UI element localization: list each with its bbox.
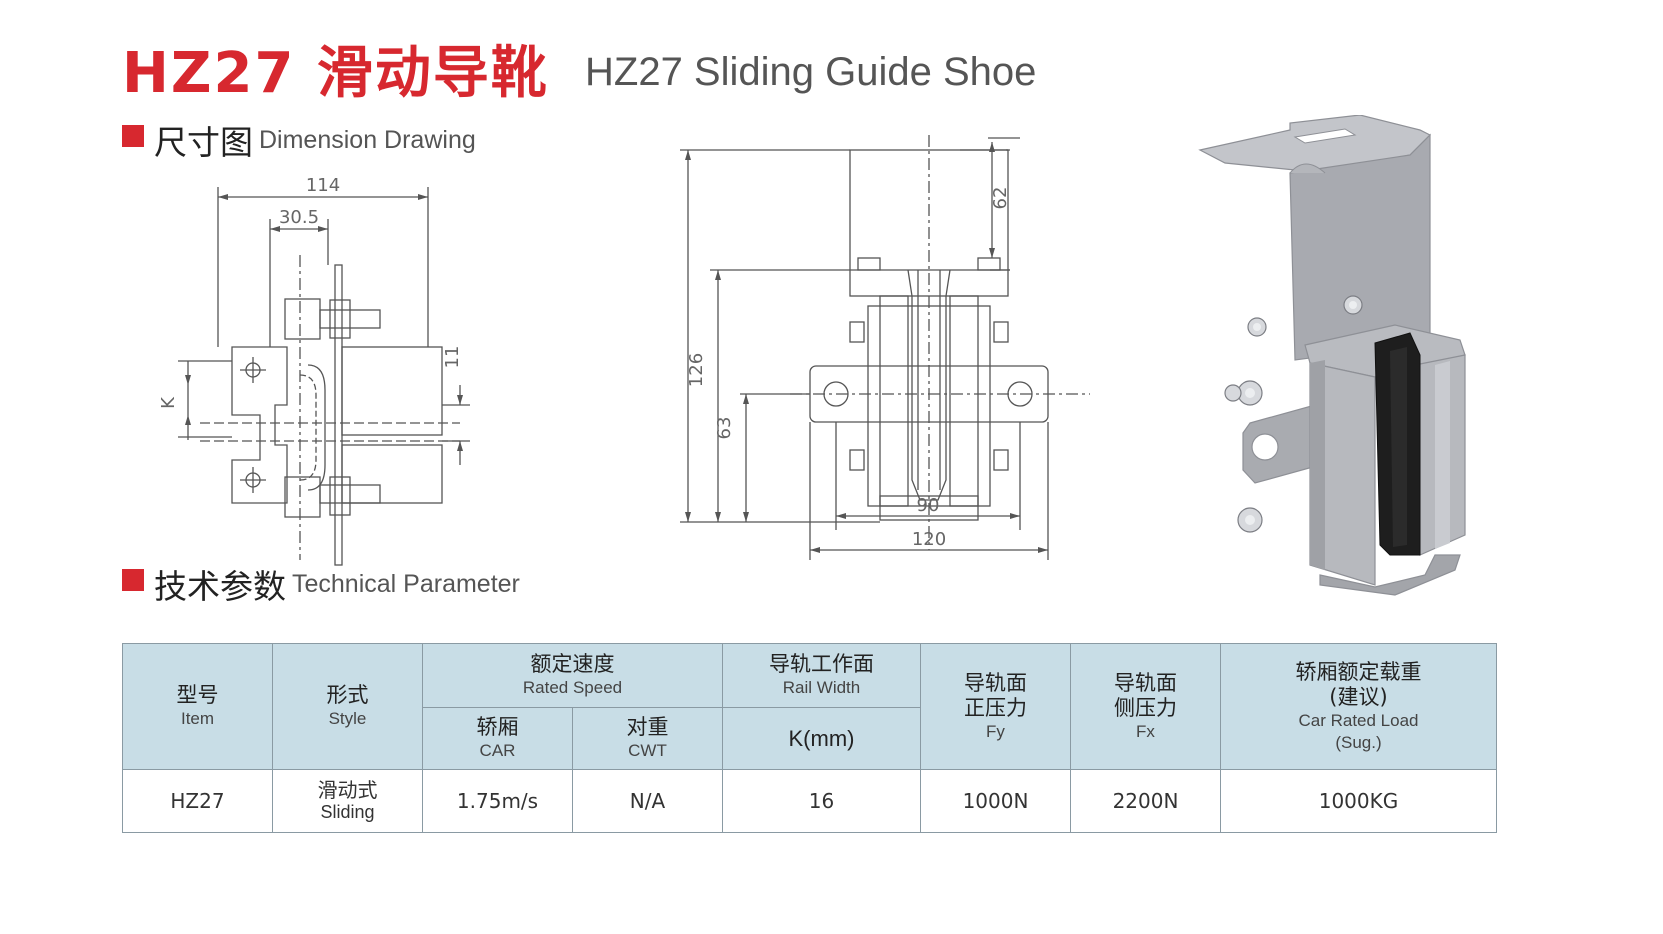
header-speed-en: Rated Speed	[522, 678, 623, 697]
header-rated-speed: 额定速度 Rated Speed	[422, 643, 723, 708]
header-car-cn: 轿厢	[476, 715, 519, 739]
header-style: 形式 Style	[272, 643, 423, 770]
header-item: 型号 Item	[122, 643, 273, 770]
dim-11-label: 11	[442, 346, 463, 369]
header-fx-en: Fx	[1136, 721, 1155, 741]
header-fy: 导轨面 正压力 Fy	[920, 643, 1071, 770]
header-car-rated-load: 轿厢额定载重 (建议) Car Rated Load (Sug.)	[1220, 643, 1497, 770]
header-item-cn: 型号	[176, 683, 219, 707]
cell-style-cn: 滑动式	[317, 778, 378, 802]
page-title-cn: HZ27 滑动导靴	[122, 41, 549, 106]
header-load-en2: (Sug.)	[1335, 732, 1382, 752]
header-fx: 导轨面 侧压力 Fx	[1070, 643, 1221, 770]
cell-cwt-speed: N/A	[572, 769, 723, 833]
dimension-drawing-front-view: 188 126 63 62 90 120	[680, 135, 1090, 560]
dim-120-label: 120	[912, 529, 946, 550]
dim-62-label: 62	[990, 187, 1011, 210]
cell-style: 滑动式 Sliding	[272, 769, 423, 833]
header-car: 轿厢 CAR	[422, 707, 573, 770]
dim-114-label: 114	[306, 175, 340, 196]
section-dimension-cn: 尺寸图	[154, 123, 253, 162]
dim-30-5-label: 30.5	[279, 207, 319, 228]
header-cwt-en: CWT	[628, 741, 667, 760]
header-speed-cn: 额定速度	[530, 652, 615, 676]
header-item-en: Item	[180, 709, 215, 728]
header-cwt-cn: 对重	[626, 715, 669, 739]
header-rail-cn: 导轨工作面	[769, 652, 874, 676]
header-style-cn: 形式	[326, 683, 369, 707]
cell-item: HZ27	[122, 769, 273, 833]
header-load-cn2: (建议)	[1329, 684, 1388, 709]
header-style-en: Style	[328, 709, 367, 728]
title-row: HZ27 滑动导靴 HZ27 Sliding Guide Shoe	[122, 24, 1322, 106]
cell-car-speed: 1.75m/s	[422, 769, 573, 833]
guide-shoe-product-image	[1198, 115, 1466, 596]
cell-load: 1000KG	[1220, 769, 1497, 833]
section-dimension-en: Dimension Drawing	[259, 125, 476, 154]
cell-k: 16	[722, 769, 921, 833]
section-technical-cn: 技术参数	[154, 567, 286, 606]
header-fx-cn2: 侧压力	[1114, 695, 1177, 720]
dim-63-label: 63	[714, 417, 735, 440]
red-square-icon	[122, 569, 144, 591]
header-car-en: CAR	[479, 741, 516, 760]
dimension-drawing-side-view: 114 30.5 11 K	[160, 175, 470, 566]
header-fy-cn2: 正压力	[964, 695, 1027, 720]
header-rail-width: 导轨工作面 Rail Width	[722, 643, 921, 708]
header-k-mm-text: K(mm)	[788, 725, 855, 751]
header-cwt: 对重 CWT	[572, 707, 723, 770]
page-title-en: HZ27 Sliding Guide Shoe	[585, 50, 1037, 94]
dim-126-label: 126	[686, 353, 707, 387]
technical-parameter-table: 型号 Item 形式 Style 额定速度 Rated Speed 导轨工作面 …	[122, 643, 1497, 833]
table-row: HZ27 滑动式 Sliding 1.75m/s N/A 16 1000N 22…	[122, 769, 1497, 833]
red-square-icon	[122, 125, 144, 147]
header-k-mm: K(mm)	[722, 707, 921, 770]
cell-style-en: Sliding	[320, 802, 375, 822]
header-load-cn1: 轿厢额定载重	[1295, 659, 1422, 684]
dim-90-label: 90	[917, 495, 940, 516]
header-fy-en: Fy	[986, 721, 1005, 741]
header-load-en1: Car Rated Load	[1298, 710, 1419, 730]
dim-k-label: K	[160, 396, 179, 409]
header-fx-cn1: 导轨面	[1114, 670, 1177, 695]
header-fy-cn1: 导轨面	[964, 670, 1027, 695]
cell-fy: 1000N	[920, 769, 1071, 833]
header-rail-en: Rail Width	[782, 678, 861, 697]
section-technical-en: Technical Parameter	[292, 569, 520, 598]
cell-fx: 2200N	[1070, 769, 1221, 833]
